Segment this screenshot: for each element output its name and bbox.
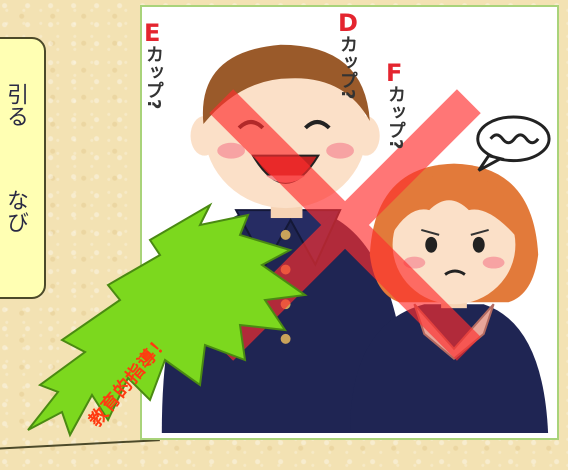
cup-letter-e: E xyxy=(144,19,161,47)
illustration-frame: E カップ? D カップ? F カップ? xyxy=(140,5,559,440)
cup-text-d: カップ? xyxy=(337,35,358,100)
girl-figure xyxy=(349,115,551,433)
cup-letter-d: D xyxy=(338,9,358,37)
cup-label-d: D カップ? xyxy=(337,9,392,100)
cup-text-f: カップ? xyxy=(385,85,406,150)
note-text-lower: なび xyxy=(3,189,28,233)
cup-letter-f: F xyxy=(386,59,403,87)
note-box: 引る なび xyxy=(0,37,46,299)
cup-label-f: F カップ? xyxy=(385,59,440,150)
note-text-upper: 引る xyxy=(3,83,28,127)
cup-text-e: カップ? xyxy=(143,45,164,110)
callout-line xyxy=(0,439,161,470)
cup-label-e: E カップ? xyxy=(143,19,198,110)
